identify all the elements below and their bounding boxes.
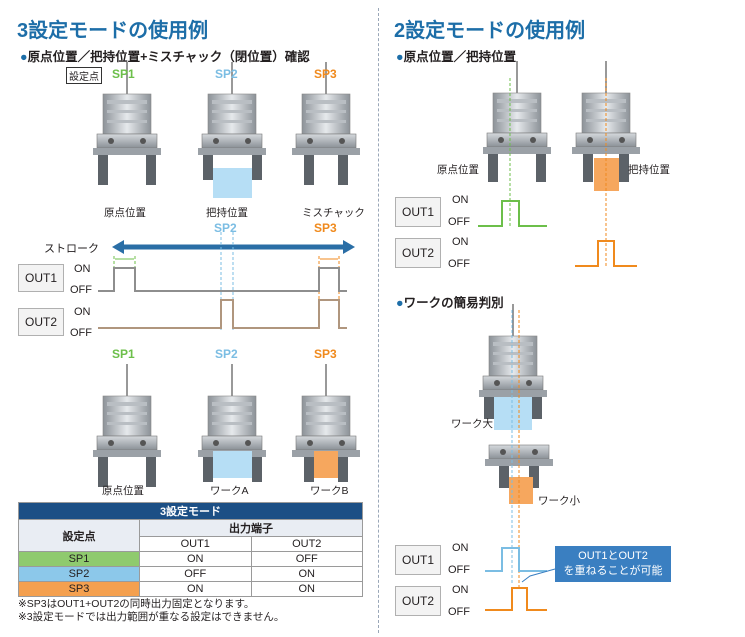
sp1-label-bottom: SP1 [112,347,135,361]
table-col-out2: OUT2 [250,536,363,552]
setting-mode-table: 3設定モード 設定点 出力端子 OUT1 OUT2 SP1 ON OFF SP2… [18,502,363,597]
out2-on-right: ON [452,236,469,248]
callout-line-1: OUT1とOUT2 [578,550,648,562]
table-row: SP1 ON OFF [18,551,363,567]
gripper-sp2-bottom [197,363,267,482]
work-big-label: ワーク大 [451,418,493,430]
table-row: SP3 ON ON [18,581,363,597]
overlap-callout: OUT1とOUT2 を重ねることが可能 [555,546,671,582]
out1-waveform-work [485,547,547,572]
work-small-label: ワーク小 [538,495,580,507]
table-cell-out2: ON [250,566,363,582]
sp2-label-mid: SP2 [214,221,237,235]
table-row: SP2 OFF ON [18,566,363,582]
out1-box-left: OUT1 [18,264,64,292]
out2-off-left: OFF [70,327,92,339]
out1-on-work: ON [452,542,469,554]
footnote-2: ※3設定モードでは出力範囲が重なる設定はできません。 [18,611,285,623]
out2-off-right: OFF [448,258,470,270]
setpoint-tag: 設定点 [66,67,102,84]
out2-waveform-right [575,240,637,267]
out1-box-right: OUT1 [395,197,441,227]
workpiece-big [494,397,532,430]
table-cell-out1: ON [139,581,252,597]
footnotes: ※SP3はOUT1+OUT2の同時出力固定となります。 ※3設定モードでは出力範… [18,598,284,624]
sp3-label-top: SP3 [314,67,337,81]
table-cell-out1: OFF [139,566,252,582]
sp2-label-bottom: SP2 [215,347,238,361]
out1-off-right: OFF [448,216,470,228]
gripper-home-right [482,60,552,182]
table-col-out1: OUT1 [139,536,252,552]
home-position-label-bottom: 原点位置 [102,485,144,497]
gripper-sp1-bottom [92,363,162,487]
gripper-sp2-top [197,61,267,198]
right-subheading-2: ●ワークの簡易判別 [396,296,504,310]
out2-waveform-work [485,587,547,611]
gripper-sp1-top [92,61,162,185]
table-caption: 3設定モード [18,502,363,520]
grip-position-label: 把持位置 [206,207,248,219]
gripper-work-big [478,303,548,430]
work-b-label: ワークB [310,485,349,497]
out2-on-work: ON [452,584,469,596]
column-divider [378,8,379,633]
sp3-label-bottom: SP3 [314,347,337,361]
workpiece-blue [213,168,252,198]
stroke-label: ストローク [44,243,99,255]
footnote-1: ※SP3はOUT1+OUT2の同時出力固定となります。 [18,598,255,610]
out1-waveform-right [478,200,547,227]
table-cell-out1: ON [139,551,252,567]
out1-on-left: ON [74,263,91,275]
out1-off-work: OFF [448,564,470,576]
left-heading: 3設定モードの使用例 [17,20,209,42]
sp1-label-top: SP1 [112,67,135,81]
table-cell-out2: OFF [250,551,363,567]
right-heading: 2設定モードの使用例 [394,20,586,42]
gripper-sp3-top [291,61,361,185]
work-a-label: ワークA [210,485,249,497]
sp2-label-top: SP2 [215,67,238,81]
table-cell-sp: SP2 [18,566,140,582]
right-subheading-1: ●原点位置／把持位置 [396,50,517,64]
out1-box-work: OUT1 [395,545,441,575]
workpiece-small [509,477,533,504]
callout-line-2: を重ねることが可能 [563,565,663,577]
out2-waveform-left [98,299,347,329]
table-col-setpoint: 設定点 [18,519,140,552]
right-grip-label: 把持位置 [628,164,670,176]
out2-on-left: ON [74,306,91,318]
out2-box-work: OUT2 [395,586,441,616]
gripper-sp3-bottom [291,363,361,482]
table-cell-out2: ON [250,581,363,597]
out1-on-right: ON [452,194,469,206]
workpiece-b [314,451,338,478]
sp3-label-mid: SP3 [314,221,337,235]
left-subheading: ●原点位置／把持位置+ミスチャック（閉位置）確認 [20,50,310,64]
home-position-label: 原点位置 [104,207,146,219]
out1-waveform-left [98,267,347,292]
mischuck-label: ミスチャック [302,207,365,219]
callout-pointer [521,568,556,583]
out2-box-right: OUT2 [395,238,441,268]
table-cell-sp: SP1 [18,551,140,567]
right-home-label: 原点位置 [437,164,479,176]
out2-box-left: OUT2 [18,308,64,336]
workpiece-a [213,451,252,478]
table-col-output: 出力端子 [139,519,363,537]
out2-off-work: OFF [448,606,470,618]
table-cell-sp: SP3 [18,581,140,597]
out1-off-left: OFF [70,284,92,296]
